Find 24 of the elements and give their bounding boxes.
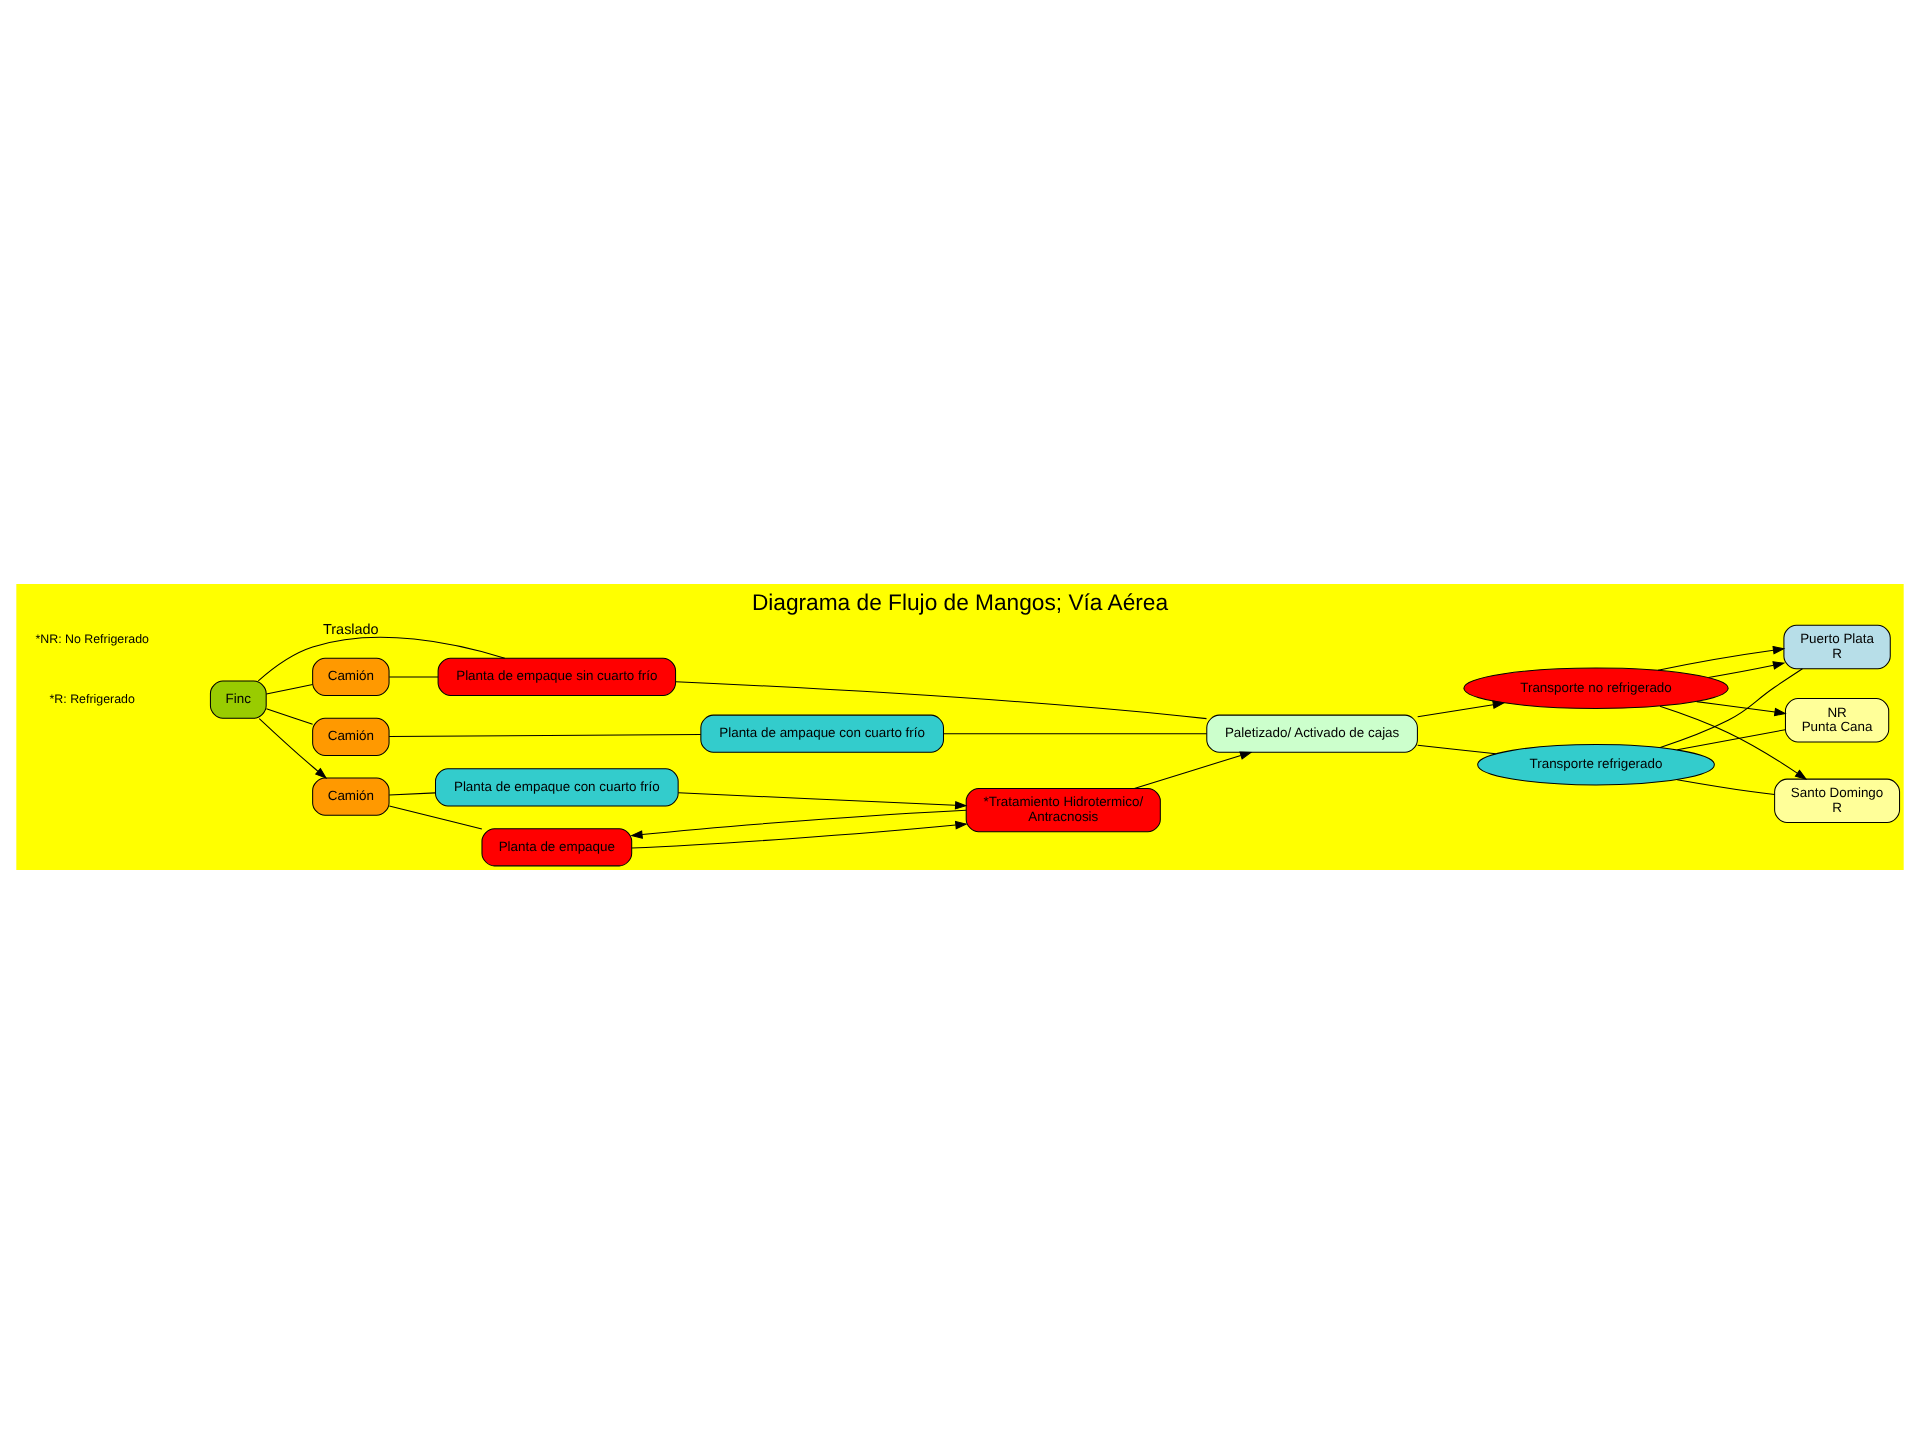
arrow: [1659, 705, 1808, 780]
arrow: [630, 809, 967, 839]
arrow: [258, 718, 328, 779]
connector: [1676, 729, 1786, 751]
arrow: [1657, 645, 1786, 671]
arrow: [1696, 701, 1787, 717]
connector: [1417, 744, 1497, 755]
connector: [1676, 779, 1776, 796]
connector: [388, 734, 702, 738]
arrow: [1708, 661, 1786, 679]
connector: [1659, 668, 1803, 748]
arrow: [677, 792, 968, 810]
arrow: [1133, 751, 1253, 789]
connector: [388, 792, 436, 796]
diagram-title: Diagrama de Flujo de Mangos; Vía Aérea: [751, 592, 1169, 617]
connector: [257, 636, 506, 682]
connector: [388, 805, 483, 830]
connector: [943, 733, 1208, 735]
connector: [388, 676, 439, 678]
connector: [265, 684, 314, 695]
connector: [265, 708, 314, 725]
connector: [675, 681, 1207, 720]
arrow: [1417, 700, 1506, 718]
arrow: [631, 820, 968, 849]
